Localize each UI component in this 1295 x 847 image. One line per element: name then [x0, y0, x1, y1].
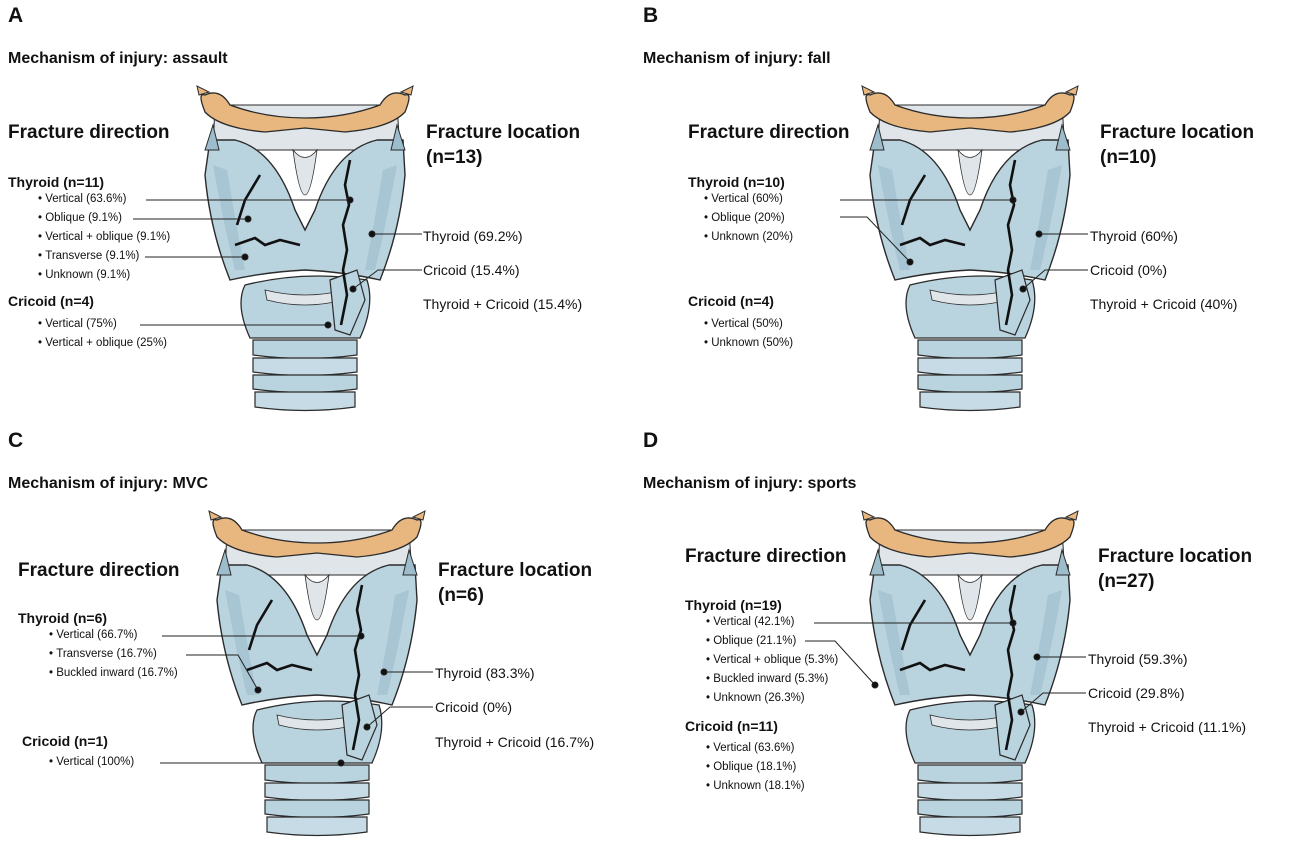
panel-letter: C: [8, 429, 23, 453]
thyroid-group-label: Thyroid (n=10): [688, 174, 785, 190]
cricoid-item: Oblique (18.1%): [706, 761, 796, 773]
location-cricoid: Cricoid (29.8%): [1088, 685, 1184, 701]
thyroid-item: Vertical (63.6%): [38, 193, 126, 205]
location-thyroid-cricoid: Thyroid + Cricoid (40%): [1090, 296, 1237, 312]
fracture-direction-heading: Fracture direction: [685, 546, 847, 568]
thyroid-item: Transverse (16.7%): [49, 648, 157, 660]
location-cricoid: Cricoid (0%): [435, 699, 512, 715]
thyroid-item: Vertical + oblique (9.1%): [38, 231, 170, 243]
thyroid-item: Oblique (9.1%): [38, 212, 122, 224]
panel-b: B Mechanism of injury: fall Fracture dir…: [635, 0, 1275, 420]
location-cricoid: Cricoid (0%): [1090, 262, 1167, 278]
thyroid-item: Buckled inward (5.3%): [706, 673, 828, 685]
thyroid-item: Vertical (60%): [704, 193, 783, 205]
fracture-location-heading: Fracture location (n=13): [426, 120, 580, 170]
thyroid-item: Vertical (66.7%): [49, 629, 137, 641]
mechanism-title: Mechanism of injury: fall: [643, 50, 831, 68]
thyroid-item: Vertical + oblique (5.3%): [706, 654, 838, 666]
cricoid-item: Unknown (50%): [704, 337, 793, 349]
cricoid-item: Vertical + oblique (25%): [38, 337, 167, 349]
thyroid-group-label: Thyroid (n=6): [18, 610, 107, 626]
location-thyroid-cricoid: Thyroid + Cricoid (15.4%): [423, 296, 582, 312]
panel-c: C Mechanism of injury: MVC Fracture dire…: [0, 425, 640, 845]
fracture-direction-heading: Fracture direction: [8, 122, 170, 144]
cricoid-group-label: Cricoid (n=1): [22, 733, 108, 749]
cricoid-item: Vertical (63.6%): [706, 742, 794, 754]
panel-a: A Mechanism of injury: assault Fracture …: [0, 0, 640, 420]
thyroid-item: Unknown (20%): [704, 231, 793, 243]
fracture-direction-heading: Fracture direction: [18, 560, 180, 582]
thyroid-group-label: Thyroid (n=19): [685, 597, 782, 613]
cricoid-item: Unknown (18.1%): [706, 780, 805, 792]
location-thyroid: Thyroid (69.2%): [423, 228, 523, 244]
fracture-location-heading: Fracture location (n=10): [1100, 120, 1254, 170]
location-cricoid: Cricoid (15.4%): [423, 262, 519, 278]
cricoid-group-label: Cricoid (n=11): [685, 718, 778, 734]
mechanism-title: Mechanism of injury: assault: [8, 50, 228, 68]
location-thyroid: Thyroid (83.3%): [435, 665, 535, 681]
cricoid-group-label: Cricoid (n=4): [8, 293, 94, 309]
panel-letter: B: [643, 4, 658, 28]
fracture-direction-heading: Fracture direction: [688, 122, 850, 144]
panel-letter: D: [643, 429, 658, 453]
location-thyroid: Thyroid (59.3%): [1088, 651, 1188, 667]
thyroid-item: Oblique (21.1%): [706, 635, 796, 647]
thyroid-item: Oblique (20%): [704, 212, 785, 224]
location-thyroid: Thyroid (60%): [1090, 228, 1178, 244]
thyroid-item: Vertical (42.1%): [706, 616, 794, 628]
mechanism-title: Mechanism of injury: MVC: [8, 475, 208, 493]
cricoid-item: Vertical (75%): [38, 318, 117, 330]
location-thyroid-cricoid: Thyroid + Cricoid (11.1%): [1088, 719, 1246, 735]
fracture-location-heading: Fracture location (n=27): [1098, 544, 1252, 594]
cricoid-item: Vertical (100%): [49, 756, 134, 768]
thyroid-item: Buckled inward (16.7%): [49, 667, 178, 679]
cricoid-item: Vertical (50%): [704, 318, 783, 330]
fracture-location-heading: Fracture location (n=6): [438, 558, 592, 608]
panel-d: D Mechanism of injury: sports Fracture d…: [635, 425, 1275, 845]
panel-letter: A: [8, 4, 23, 28]
mechanism-title: Mechanism of injury: sports: [643, 475, 856, 493]
thyroid-item: Unknown (9.1%): [38, 269, 130, 281]
thyroid-item: Unknown (26.3%): [706, 692, 805, 704]
thyroid-item: Transverse (9.1%): [38, 250, 139, 262]
cricoid-group-label: Cricoid (n=4): [688, 293, 774, 309]
location-thyroid-cricoid: Thyroid + Cricoid (16.7%): [435, 734, 594, 750]
thyroid-group-label: Thyroid (n=11): [8, 174, 104, 190]
